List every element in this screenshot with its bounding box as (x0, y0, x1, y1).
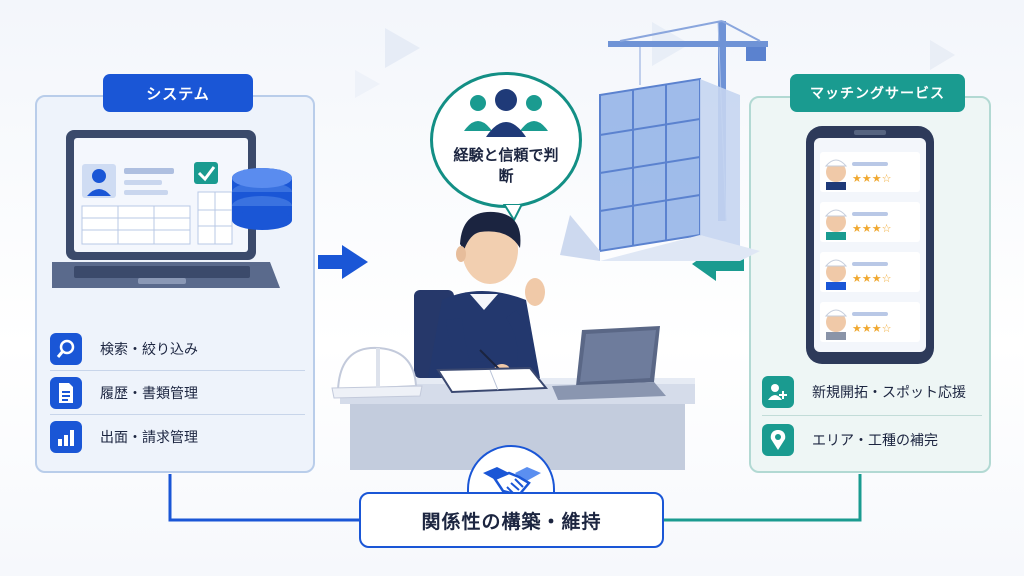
judgment-bubble: 経験と信頼で判断 (430, 72, 582, 208)
system-feature-list: 検索・絞り込み 履歴・書類管理 出面・請求管理 (50, 327, 305, 459)
matching-tag: マッチングサービス (790, 74, 965, 112)
system-tag: システム (103, 74, 253, 112)
relationship-label: 関係性の構築・維持 (359, 492, 664, 548)
feature-label: 検索・絞り込み (100, 341, 198, 358)
worker-at-desk-illustration (331, 211, 695, 470)
thought-text: 経験と信頼で判断 (453, 146, 559, 185)
feature-label: 履歴・書類管理 (100, 385, 198, 402)
svg-text:★★★☆: ★★★☆ (852, 272, 892, 285)
svg-text:★★★☆: ★★★☆ (852, 322, 892, 335)
feature-area-complement: エリア・工種の補完 (762, 416, 982, 464)
thought-tail (502, 204, 524, 223)
feature-new-business: 新規開拓・スポット応援 (762, 368, 982, 416)
smartphone-illustration: ★★★☆ ★★★☆ ★★★☆ ★★★☆ (806, 126, 934, 364)
svg-text:★★★☆: ★★★☆ (852, 172, 892, 185)
location-pin-icon (762, 424, 794, 456)
svg-text:★★★☆: ★★★☆ (852, 222, 892, 235)
laptop-illustration (52, 130, 292, 288)
team-icon (464, 89, 548, 137)
feature-search: 検索・絞り込み (50, 327, 305, 371)
document-icon (50, 376, 82, 409)
feature-documents: 履歴・書類管理 (50, 371, 305, 415)
search-icon (50, 332, 82, 365)
add-person-icon (762, 375, 794, 408)
bar-chart-icon (50, 421, 82, 453)
handshake-icon (483, 467, 541, 497)
feature-label: エリア・工種の補完 (812, 433, 938, 449)
matching-feature-list: 新規開拓・スポット応援 エリア・工種の補完 (762, 368, 982, 464)
feature-label: 出面・請求管理 (100, 430, 198, 446)
feature-label: 新規開拓・スポット応援 (812, 384, 966, 401)
feature-billing: 出面・請求管理 (50, 415, 305, 459)
construction-site-illustration (560, 20, 768, 261)
